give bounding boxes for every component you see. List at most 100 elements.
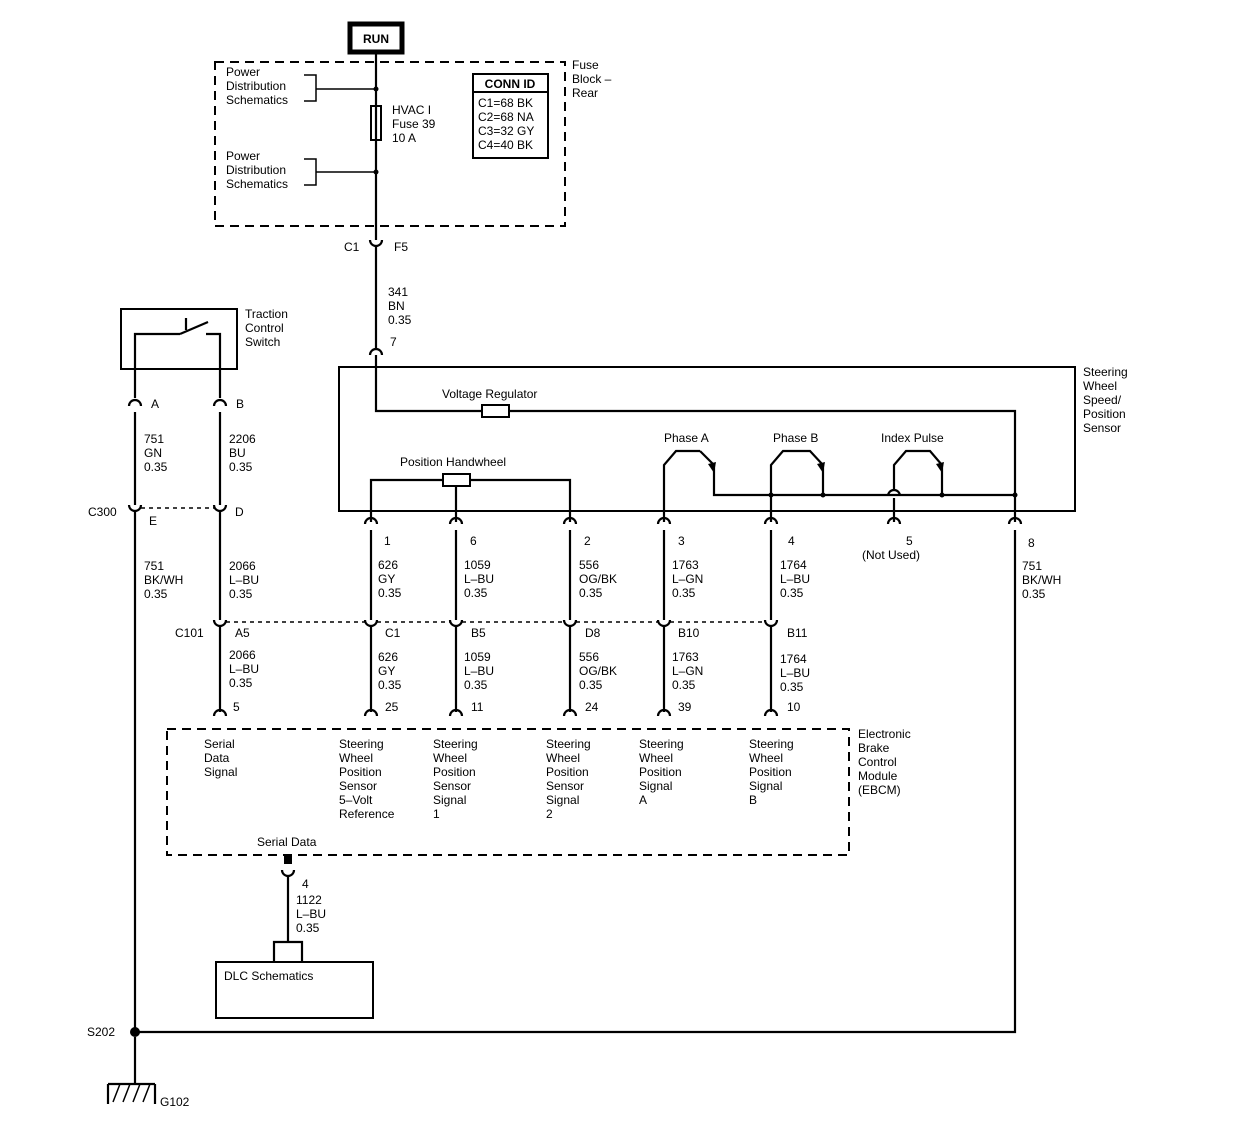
svg-text:626: 626 [378, 650, 398, 664]
sensor-pin-2: 2 [562, 516, 591, 548]
svg-text:0.35: 0.35 [780, 586, 804, 600]
switch-pin-b: B [212, 397, 244, 411]
ebcm-function-signal-b: Steering Wheel Position Signal B [749, 737, 794, 807]
ebcm-serial-data-output: Serial Data 4 [257, 835, 317, 962]
svg-text:Position: Position [639, 765, 682, 779]
svg-text:Control: Control [245, 321, 284, 335]
svg-text:Wheel: Wheel [433, 751, 467, 765]
svg-text:L–BU: L–BU [229, 662, 259, 676]
svg-text:0.35: 0.35 [378, 586, 402, 600]
svg-text:1059: 1059 [464, 650, 491, 664]
svg-text:GY: GY [378, 572, 395, 586]
svg-text:Steering: Steering [639, 737, 684, 751]
svg-text:Distribution: Distribution [226, 79, 286, 93]
svg-text:Speed/: Speed/ [1083, 393, 1122, 407]
svg-text:Distribution: Distribution [226, 163, 286, 177]
svg-text:Signal: Signal [433, 793, 466, 807]
svg-text:Position: Position [546, 765, 589, 779]
svg-text:B5: B5 [471, 626, 486, 640]
connector-c300: C300 E D [88, 504, 244, 528]
svg-text:Position: Position [433, 765, 476, 779]
svg-text:3: 3 [678, 534, 685, 548]
svg-text:B: B [236, 397, 244, 411]
ebcm-function-signal-a: Steering Wheel Position Signal A [639, 737, 684, 807]
svg-text:Position: Position [339, 765, 382, 779]
svg-text:L–GN: L–GN [672, 664, 703, 678]
svg-text:HVAC I: HVAC I [392, 103, 431, 117]
svg-text:L–BU: L–BU [780, 666, 810, 680]
svg-text:0.35: 0.35 [672, 586, 696, 600]
wire-label-1122: 1122 L–BU 0.35 [296, 893, 326, 935]
ebcm-function-5v-reference: Steering Wheel Position Sensor 5–Volt Re… [339, 737, 395, 821]
svg-text:751: 751 [144, 432, 164, 446]
pds-reference-2: Power Distribution Schematics [226, 149, 376, 191]
svg-text:Sensor: Sensor [433, 779, 471, 793]
wire-label-ebcm-1059: 1059 L–BU 0.35 [464, 650, 494, 692]
wire-label-1059: 1059 L–BU 0.35 [464, 558, 494, 600]
fuse-block-title: Fuse Block – Rear [572, 58, 612, 100]
svg-text:0.35: 0.35 [1022, 587, 1046, 601]
svg-text:24: 24 [585, 700, 599, 714]
index-pulse-transistor: Index Pulse [881, 431, 944, 522]
svg-text:D: D [235, 505, 244, 519]
svg-text:Signal: Signal [749, 779, 782, 793]
svg-text:0.35: 0.35 [144, 587, 168, 601]
sensor-pin-7: 7 [368, 335, 397, 356]
svg-text:1763: 1763 [672, 650, 699, 664]
svg-text:Schematics: Schematics [226, 177, 288, 191]
svg-text:Wheel: Wheel [339, 751, 373, 765]
connector-c1-f5: C1 F5 [344, 239, 408, 350]
svg-text:1122: 1122 [296, 893, 322, 907]
svg-text:L–BU: L–BU [464, 664, 494, 678]
svg-text:556: 556 [579, 558, 599, 572]
svg-text:Rear: Rear [572, 86, 598, 100]
sensor-pin-3: 3 [656, 516, 685, 548]
svg-text:B10: B10 [678, 626, 700, 640]
svg-text:Voltage Regulator: Voltage Regulator [442, 387, 537, 401]
svg-text:E: E [149, 514, 157, 528]
svg-text:25: 25 [385, 700, 399, 714]
svg-text:0.35: 0.35 [229, 460, 253, 474]
ebcm-outline [166, 728, 850, 856]
svg-text:11: 11 [471, 700, 484, 714]
svg-text:C1: C1 [344, 240, 360, 254]
svg-text:Module: Module [858, 769, 898, 783]
svg-text:2: 2 [546, 807, 553, 821]
svg-text:2066: 2066 [229, 559, 256, 573]
svg-text:Data: Data [204, 751, 230, 765]
svg-text:5–Volt: 5–Volt [339, 793, 373, 807]
svg-text:Index Pulse: Index Pulse [881, 431, 944, 445]
svg-text:Signal: Signal [546, 793, 579, 807]
fuse-label: HVAC I Fuse 39 10 A [392, 103, 436, 145]
svg-text:Reference: Reference [339, 807, 395, 821]
position-handwheel: Position Handwheel [369, 455, 572, 522]
svg-text:0.35: 0.35 [229, 676, 253, 690]
voltage-regulator: Voltage Regulator [374, 355, 1017, 522]
sensor-pin-4: 4 [763, 516, 795, 548]
sensor-pin-8: 8 [1007, 516, 1035, 550]
svg-text:39: 39 [678, 700, 692, 714]
svg-text:Traction: Traction [245, 307, 288, 321]
svg-text:Electronic: Electronic [858, 727, 911, 741]
svg-text:0.35: 0.35 [229, 587, 253, 601]
svg-text:GY: GY [378, 664, 395, 678]
svg-text:DLC Schematics: DLC Schematics [224, 969, 313, 983]
svg-text:0.35: 0.35 [780, 680, 804, 694]
svg-text:4: 4 [788, 534, 795, 548]
svg-text:1: 1 [433, 807, 440, 821]
svg-text:Switch: Switch [245, 335, 280, 349]
svg-text:C4=40 BK: C4=40 BK [478, 138, 533, 152]
svg-text:L–BU: L–BU [780, 572, 810, 586]
wire-label-ebcm-1763: 1763 L–GN 0.35 [672, 650, 703, 692]
svg-text:S202: S202 [87, 1025, 115, 1039]
run-label: RUN [363, 32, 389, 46]
phase-a-transistor: Phase A [662, 431, 716, 522]
svg-text:556: 556 [579, 650, 599, 664]
svg-text:6: 6 [470, 534, 477, 548]
svg-text:0.35: 0.35 [672, 678, 696, 692]
svg-text:0.35: 0.35 [579, 678, 603, 692]
svg-text:10 A: 10 A [392, 131, 416, 145]
svg-text:Sensor: Sensor [1083, 421, 1121, 435]
svg-text:Power: Power [226, 65, 260, 79]
